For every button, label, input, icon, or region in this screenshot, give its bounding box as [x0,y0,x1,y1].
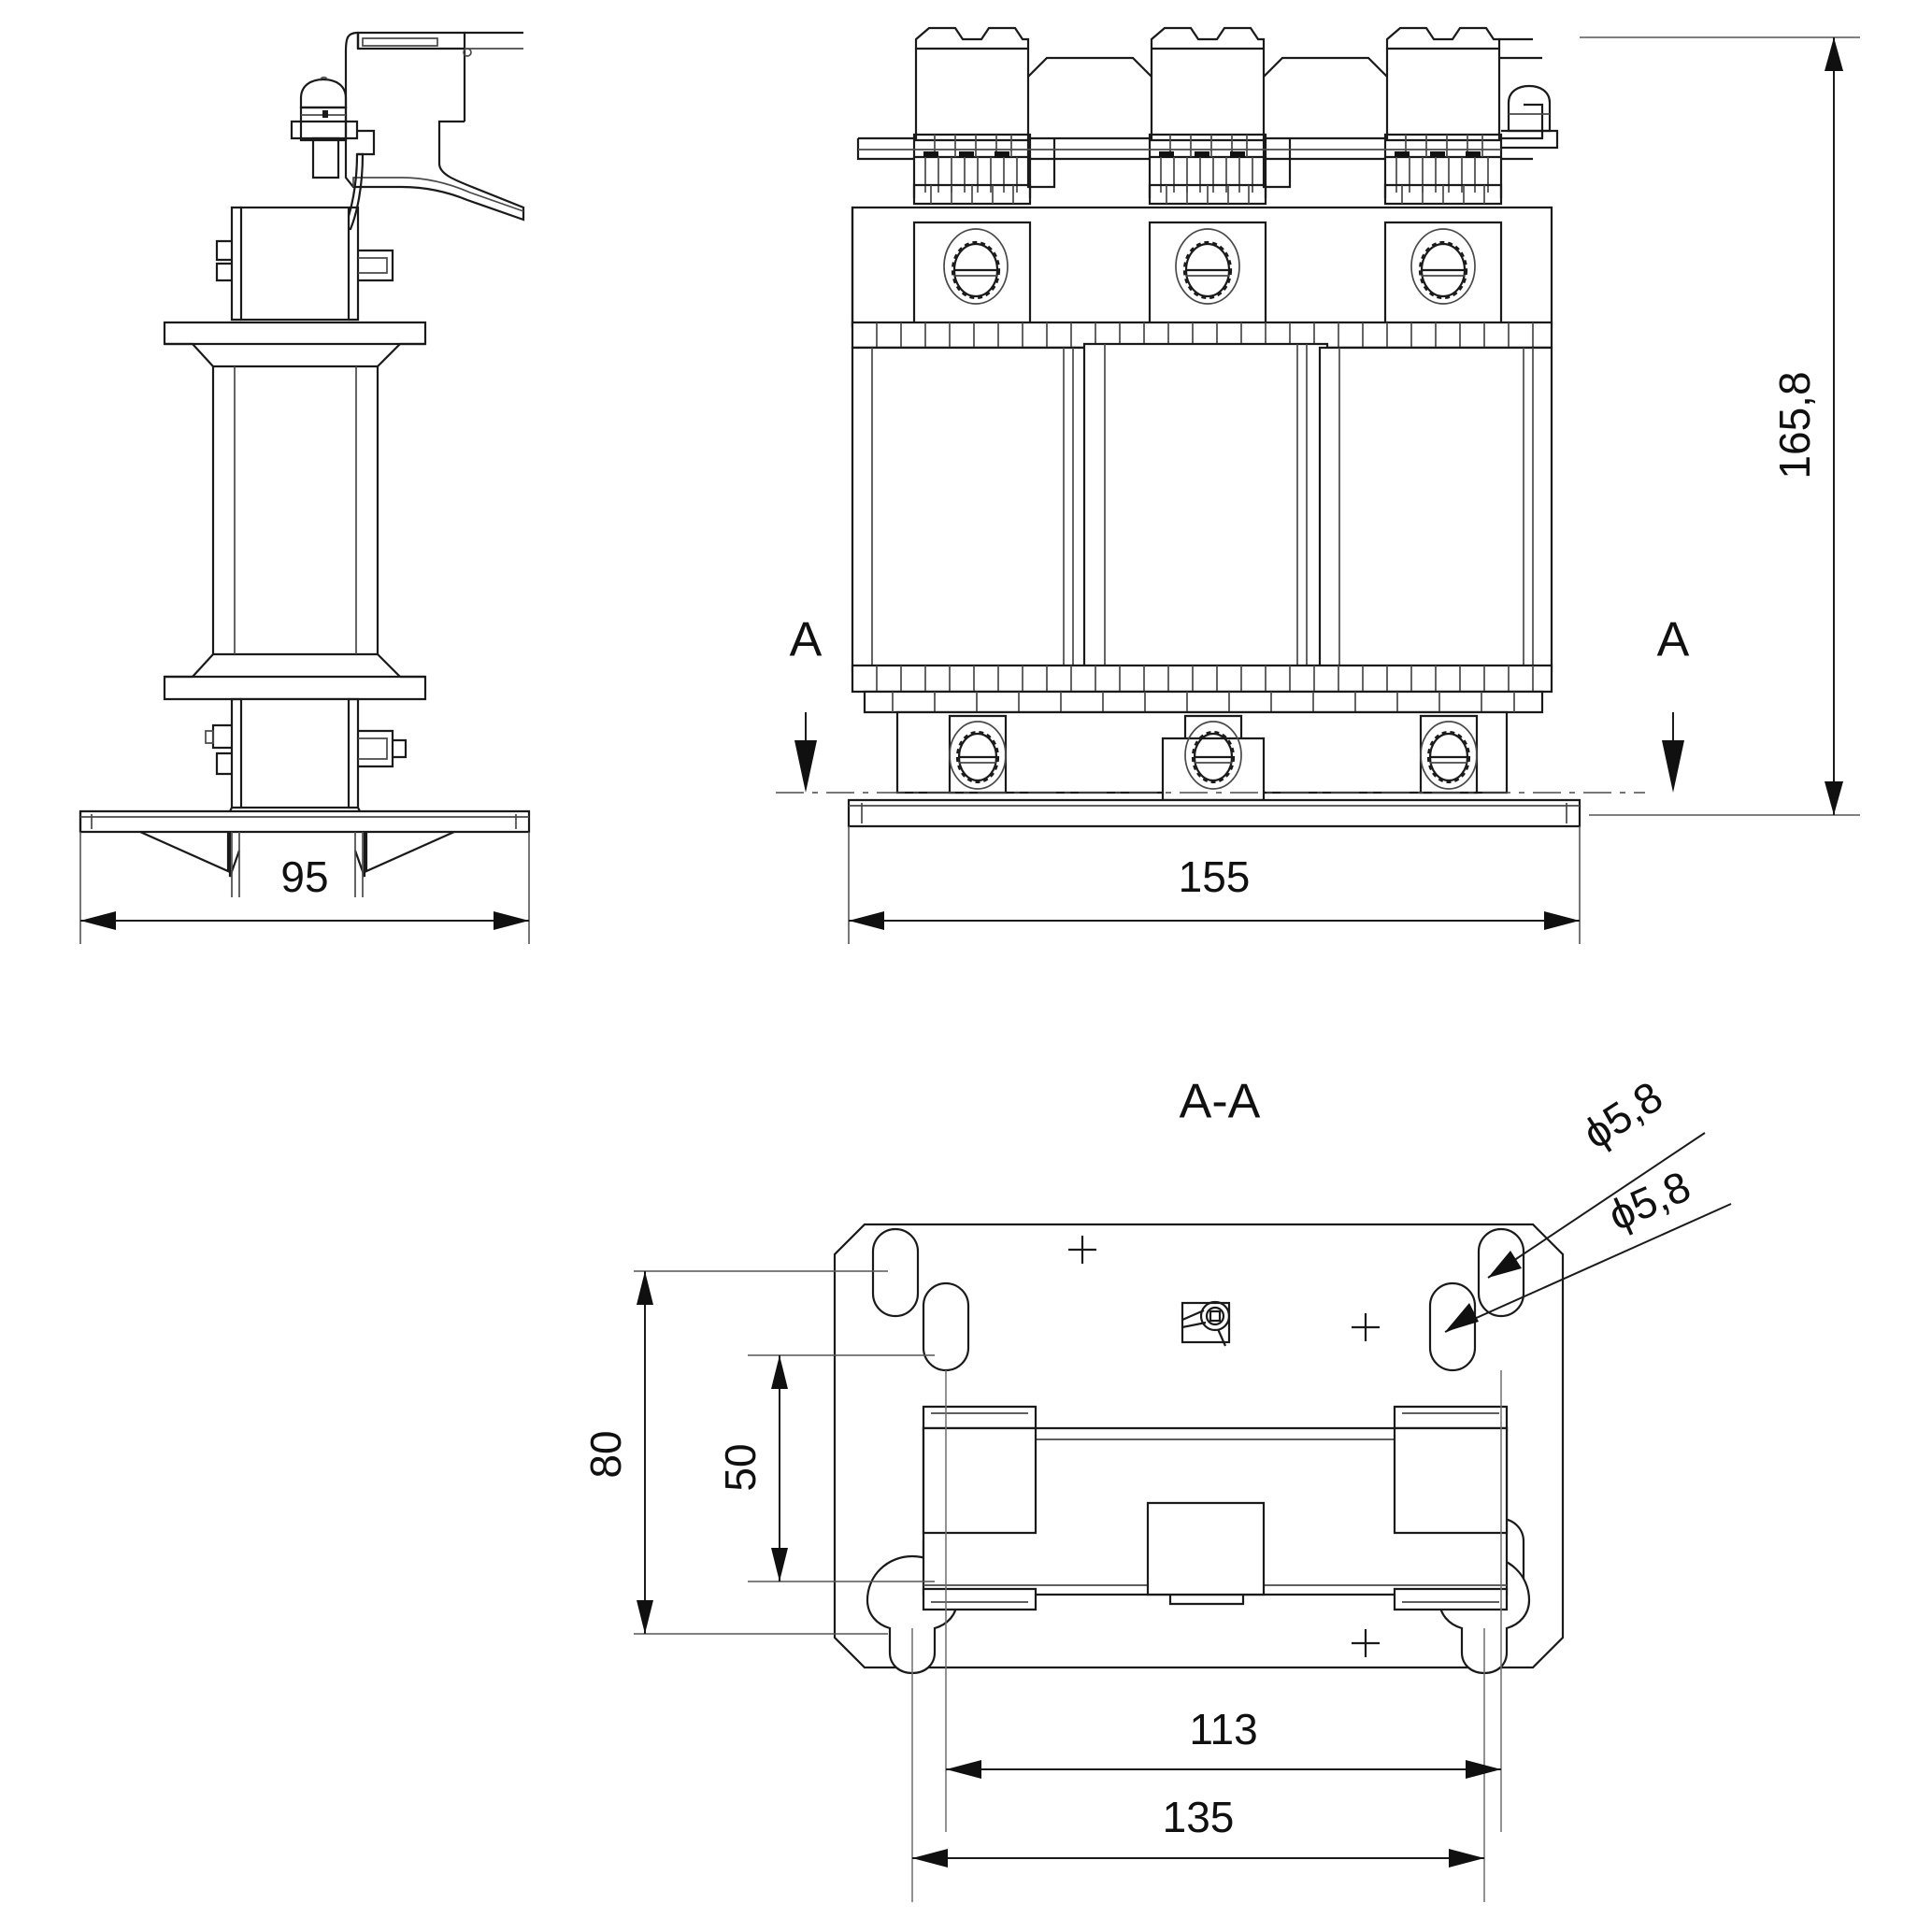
dim-width-155: 155 [848,826,1581,944]
callout-hole-1-value: ϕ5,8 [1574,1072,1671,1158]
front-view-foot-rail [895,710,1509,802]
front-view [776,26,1645,828]
callout-hole-2-value: ϕ5,8 [1601,1161,1697,1239]
dim-113-value: 113 [1189,1705,1257,1753]
dim-50-value: 50 [716,1443,765,1491]
screw-head-1 [943,228,1009,305]
dim-height-165-8: 165,8 [1580,36,1860,816]
front-view-lower-lamination [851,664,1553,714]
side-view-core-body [163,321,427,701]
dim-width-95-value: 95 [280,852,328,901]
dim-135: 135 [912,1793,1484,1868]
dim-80: 80 [581,1270,888,1635]
section-aa-title: A-A [1180,1075,1261,1129]
section-aa [833,1223,1565,1902]
nameplate-icon [1181,1300,1231,1347]
dim-width-95: 95 [79,832,530,944]
slot-top-left-inner [922,1281,970,1372]
slot-top-left [871,1227,920,1318]
screw-head-2 [1175,228,1240,305]
side-view-terminal-post [290,76,359,179]
dim-50: 50 [716,1354,935,1582]
callout-hole-2: ϕ5,8 [1444,1161,1732,1333]
section-aa-core [922,1405,1509,1611]
screw-head-3 [1410,228,1476,305]
side-view-terminal-cover [344,31,525,222]
dim-height-165-8-value: 165,8 [1770,371,1819,479]
dim-80-value: 80 [581,1430,630,1478]
front-view-terminal-caps [914,26,1542,142]
side-view-upper-block [215,206,394,322]
section-mark-left: A [790,613,823,793]
side-view-lower-block [205,697,408,823]
screw-head-4 [949,721,1007,790]
front-view-yoke-plate [851,206,1553,329]
screw-head-6 [1420,721,1478,790]
front-view-base-plate [847,798,1581,828]
front-view-terminal-contacts [856,84,1559,206]
section-mark-right: A [1657,613,1690,793]
screw-head-5 [1184,721,1242,790]
side-view-tab [357,129,376,156]
dim-113: 113 [946,1705,1501,1779]
front-view-coil-bodies [851,342,1553,677]
dim-width-155-value: 155 [1179,852,1251,901]
side-view [79,31,531,897]
section-aa-slots [871,1227,1525,1608]
section-mark-right-label: A [1657,613,1690,667]
section-mark-left-label: A [790,613,823,667]
dim-135-value: 135 [1163,1793,1235,1841]
